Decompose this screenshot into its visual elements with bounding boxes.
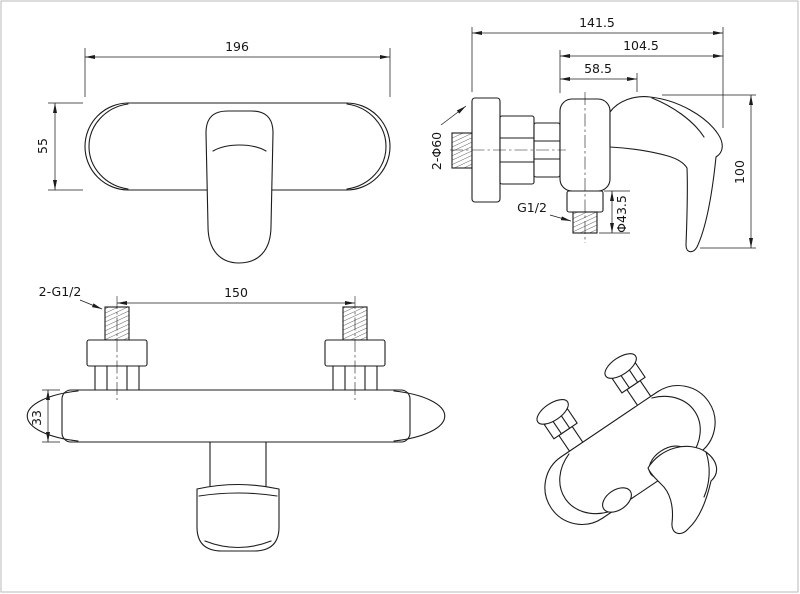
outlet-thread-callout: G1/2 (517, 200, 572, 222)
outlet-thread-label: G1/2 (517, 200, 547, 215)
body-depth-label: 58.5 (584, 61, 612, 76)
bottom-view-outlet (196, 441, 280, 552)
inlet-spacing-dimension: 150 (117, 285, 355, 305)
outlet-diameter-label: Φ43.5 (614, 195, 629, 233)
front-view-handle (205, 110, 274, 264)
front-width-label: 196 (225, 39, 249, 54)
iso-view (536, 353, 718, 535)
flange-diameter-label: 2-Φ60 (429, 132, 444, 170)
front-width-dimension: 196 (84, 39, 391, 97)
iso-handle (647, 445, 718, 535)
flange-diameter-callout: 2-Φ60 (429, 105, 467, 170)
handle-height-label: 100 (732, 160, 747, 184)
inlet-thread-label: 2-G1/2 (39, 284, 82, 299)
side-view: 141.5 104.5 58.5 2-Φ60 G1/2 Φ43.5 100 (429, 15, 756, 253)
body-thickness-label: 33 (29, 410, 44, 426)
handle-height-dimension: 100 (662, 94, 756, 249)
inlet-thread-callout: 2-G1/2 (39, 284, 103, 310)
side-view-handle (609, 96, 723, 253)
bottom-view-body (26, 389, 446, 443)
iso-body (544, 385, 716, 525)
front-height-dimension: 55 (35, 102, 83, 191)
front-view: 196 55 (35, 39, 391, 264)
front-height-label: 55 (35, 138, 50, 154)
side-depth-dimensions: 141.5 104.5 58.5 (471, 15, 724, 128)
wall-thread-stub (451, 132, 473, 169)
iso-outlet (602, 487, 632, 513)
handle-depth-label: 104.5 (623, 38, 659, 53)
body-thickness-dimension: 33 (29, 389, 60, 443)
outlet-diameter-dimension: Φ43.5 (599, 190, 630, 234)
iso-body-group (536, 353, 716, 525)
bottom-view: 150 2-G1/2 33 (26, 284, 446, 552)
inlet-spacing-label: 150 (224, 285, 248, 300)
overall-depth-label: 141.5 (579, 15, 615, 30)
